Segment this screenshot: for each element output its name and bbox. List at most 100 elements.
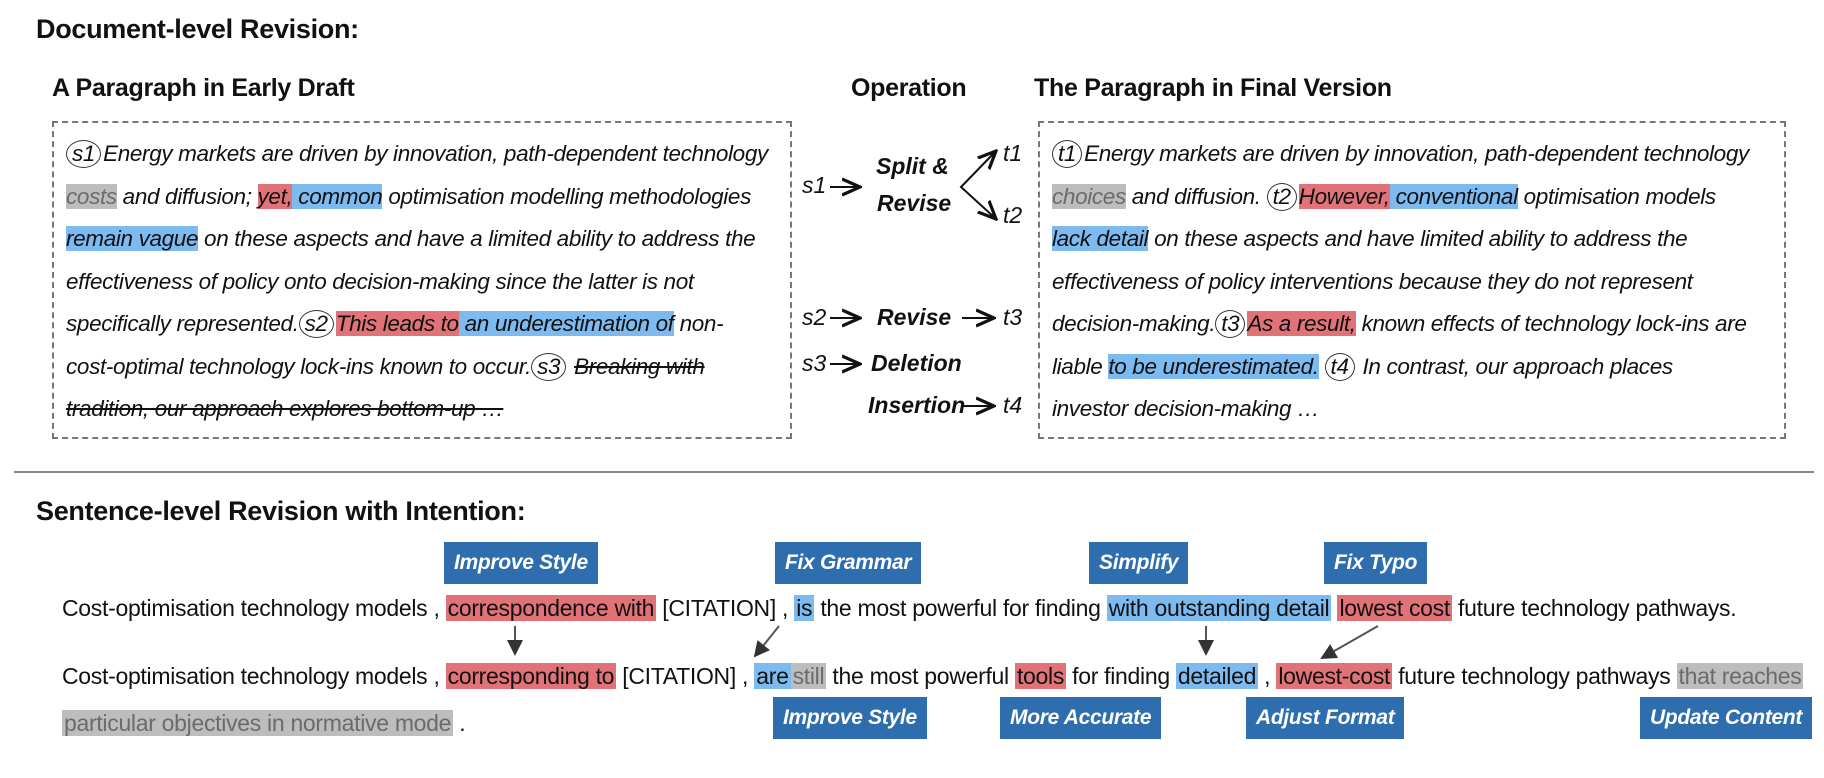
label-improve-style-bottom: Improve Style	[773, 697, 927, 739]
op-t1: t1	[1003, 140, 1023, 166]
final-version-title: The Paragraph in Final Version	[1034, 74, 1392, 102]
deleted-text: Breaking with	[574, 353, 705, 379]
op-split: Split &	[876, 153, 949, 179]
highlight-red: correspondence with	[445, 595, 657, 621]
text-span: .	[453, 710, 466, 736]
operation-title: Operation	[851, 74, 967, 102]
text-span: future technology pathways.	[1451, 595, 1737, 621]
op-s2: s2	[802, 304, 827, 330]
t2-marker: t2	[1266, 182, 1297, 211]
op-revise-1: Revise	[877, 190, 952, 216]
text-span: Cost-optimisation technology models ,	[62, 663, 446, 689]
text-span: the most powerful for finding	[814, 595, 1107, 621]
s2-marker: s2	[298, 310, 334, 338]
early-line-2: costs and diffusion; yet, common optimis…	[66, 176, 768, 219]
highlight-gray: still	[790, 663, 827, 689]
early-line-6: cost-optimal technology lock-ins known t…	[66, 346, 768, 389]
op-s1: s1	[802, 172, 827, 198]
highlight-red: lowest cost	[1337, 595, 1452, 621]
text-span: Cost-optimisation technology models ,	[62, 595, 446, 621]
text-span: effectiveness of policy onto decision-ma…	[66, 268, 694, 294]
text-span: liable	[1052, 353, 1109, 379]
s1-marker: s1	[66, 140, 102, 168]
label-fix-typo: Fix Typo	[1324, 542, 1428, 584]
text-span: specifically represented.	[66, 311, 299, 336]
highlight-gray: that reaches	[1676, 663, 1804, 689]
t3-marker: t3	[1215, 310, 1246, 338]
final-line-7: investor decision-making …	[1052, 388, 1749, 431]
arrow-split-up-head	[995, 151, 996, 152]
highlight-blue: to be underestimated.	[1108, 353, 1319, 379]
text-span: known effects of technology lock-ins are	[1355, 311, 1747, 336]
text-span: future technology pathways	[1392, 663, 1677, 689]
text-span: and diffusion.	[1125, 183, 1267, 209]
text-span: on these aspects and have limited abilit…	[1148, 226, 1688, 251]
text-span: and diffusion;	[116, 183, 258, 209]
highlight-red: corresponding to	[445, 663, 617, 689]
t4-marker: t4	[1324, 352, 1355, 381]
text-span: effectiveness of policy interventions be…	[1052, 268, 1693, 294]
highlight-blue: an underestimation of	[458, 311, 674, 336]
label-adjust-format: Adjust Format	[1246, 697, 1405, 739]
text-span: cost-optimal technology lock-ins known t…	[66, 353, 532, 379]
op-revise-2: Revise	[877, 304, 952, 330]
document-level-title: Document-level Revision:	[36, 14, 359, 44]
highlight-blue: remain vague	[66, 226, 199, 251]
highlight-red: As a result,	[1247, 311, 1356, 336]
revised-sentence-line-2: particular objectives in normative mode …	[62, 707, 466, 739]
label-improve-style-top: Improve Style	[444, 542, 598, 584]
arrow-lowest-cost	[1320, 625, 1379, 659]
label-simplify: Simplify	[1089, 542, 1189, 584]
text-span: the most powerful	[826, 663, 1015, 689]
highlight-gray: particular objectives in normative mode	[62, 710, 454, 736]
text-span: optimisation modelling methodologies	[382, 183, 751, 209]
op-s3: s3	[802, 350, 827, 376]
highlight-gray: costs	[66, 183, 117, 209]
early-line-4: effectiveness of policy onto decision-ma…	[66, 261, 768, 304]
text-span: non-	[673, 311, 724, 336]
op-t2: t2	[1003, 202, 1023, 228]
highlight-red: yet,	[257, 183, 293, 209]
original-sentence: Cost-optimisation technology models , co…	[62, 592, 1737, 624]
label-more-accurate: More Accurate	[1000, 697, 1162, 739]
highlight-blue: conventional	[1389, 183, 1518, 209]
op-t3: t3	[1003, 304, 1023, 330]
highlight-blue: lack detail	[1052, 226, 1149, 251]
deleted-text: tradition, our approach explores bottom-…	[66, 396, 504, 421]
text-span: on these aspects and have a limited abil…	[198, 226, 756, 251]
text-span: investor decision-making …	[1052, 396, 1320, 421]
highlight-red: However,	[1298, 183, 1390, 209]
arrow-is-are	[753, 625, 780, 658]
final-line-6: liable to be underestimated. t4 In contr…	[1052, 346, 1749, 389]
text-span: decision-making.	[1052, 311, 1216, 336]
text-span: Energy markets are driven by innovation,…	[103, 141, 768, 166]
arrow-split-down-head	[995, 218, 996, 219]
highlight-blue: are	[754, 663, 791, 689]
text-span: ,	[1258, 663, 1277, 689]
final-line-3: lack detail on these aspects and have li…	[1052, 218, 1749, 261]
op-t4: t4	[1003, 392, 1023, 418]
highlight-gray: choices	[1052, 183, 1126, 209]
section-divider	[14, 471, 1814, 473]
text-span: [CITATION] ,	[616, 663, 755, 689]
highlight-red: tools	[1014, 663, 1067, 689]
label-update-content: Update Content	[1640, 697, 1813, 739]
label-fix-grammar: Fix Grammar	[775, 542, 922, 584]
highlight-blue: common	[292, 183, 383, 209]
revised-sentence-line-1: Cost-optimisation technology models , co…	[62, 660, 1804, 692]
text-span: Energy markets are driven by innovation,…	[1084, 141, 1749, 166]
op-insertion: Insertion	[868, 392, 966, 418]
t1-marker: t1	[1052, 140, 1083, 168]
sentence-level-title: Sentence-level Revision with Intention:	[36, 496, 526, 526]
text-span: In contrast, our approach places	[1356, 353, 1674, 379]
highlight-red: lowest-cost	[1276, 663, 1393, 689]
s3-marker: s3	[531, 352, 567, 381]
early-line-3: remain vague on these aspects and have a…	[66, 218, 768, 261]
highlight-red: This leads to	[335, 311, 459, 336]
